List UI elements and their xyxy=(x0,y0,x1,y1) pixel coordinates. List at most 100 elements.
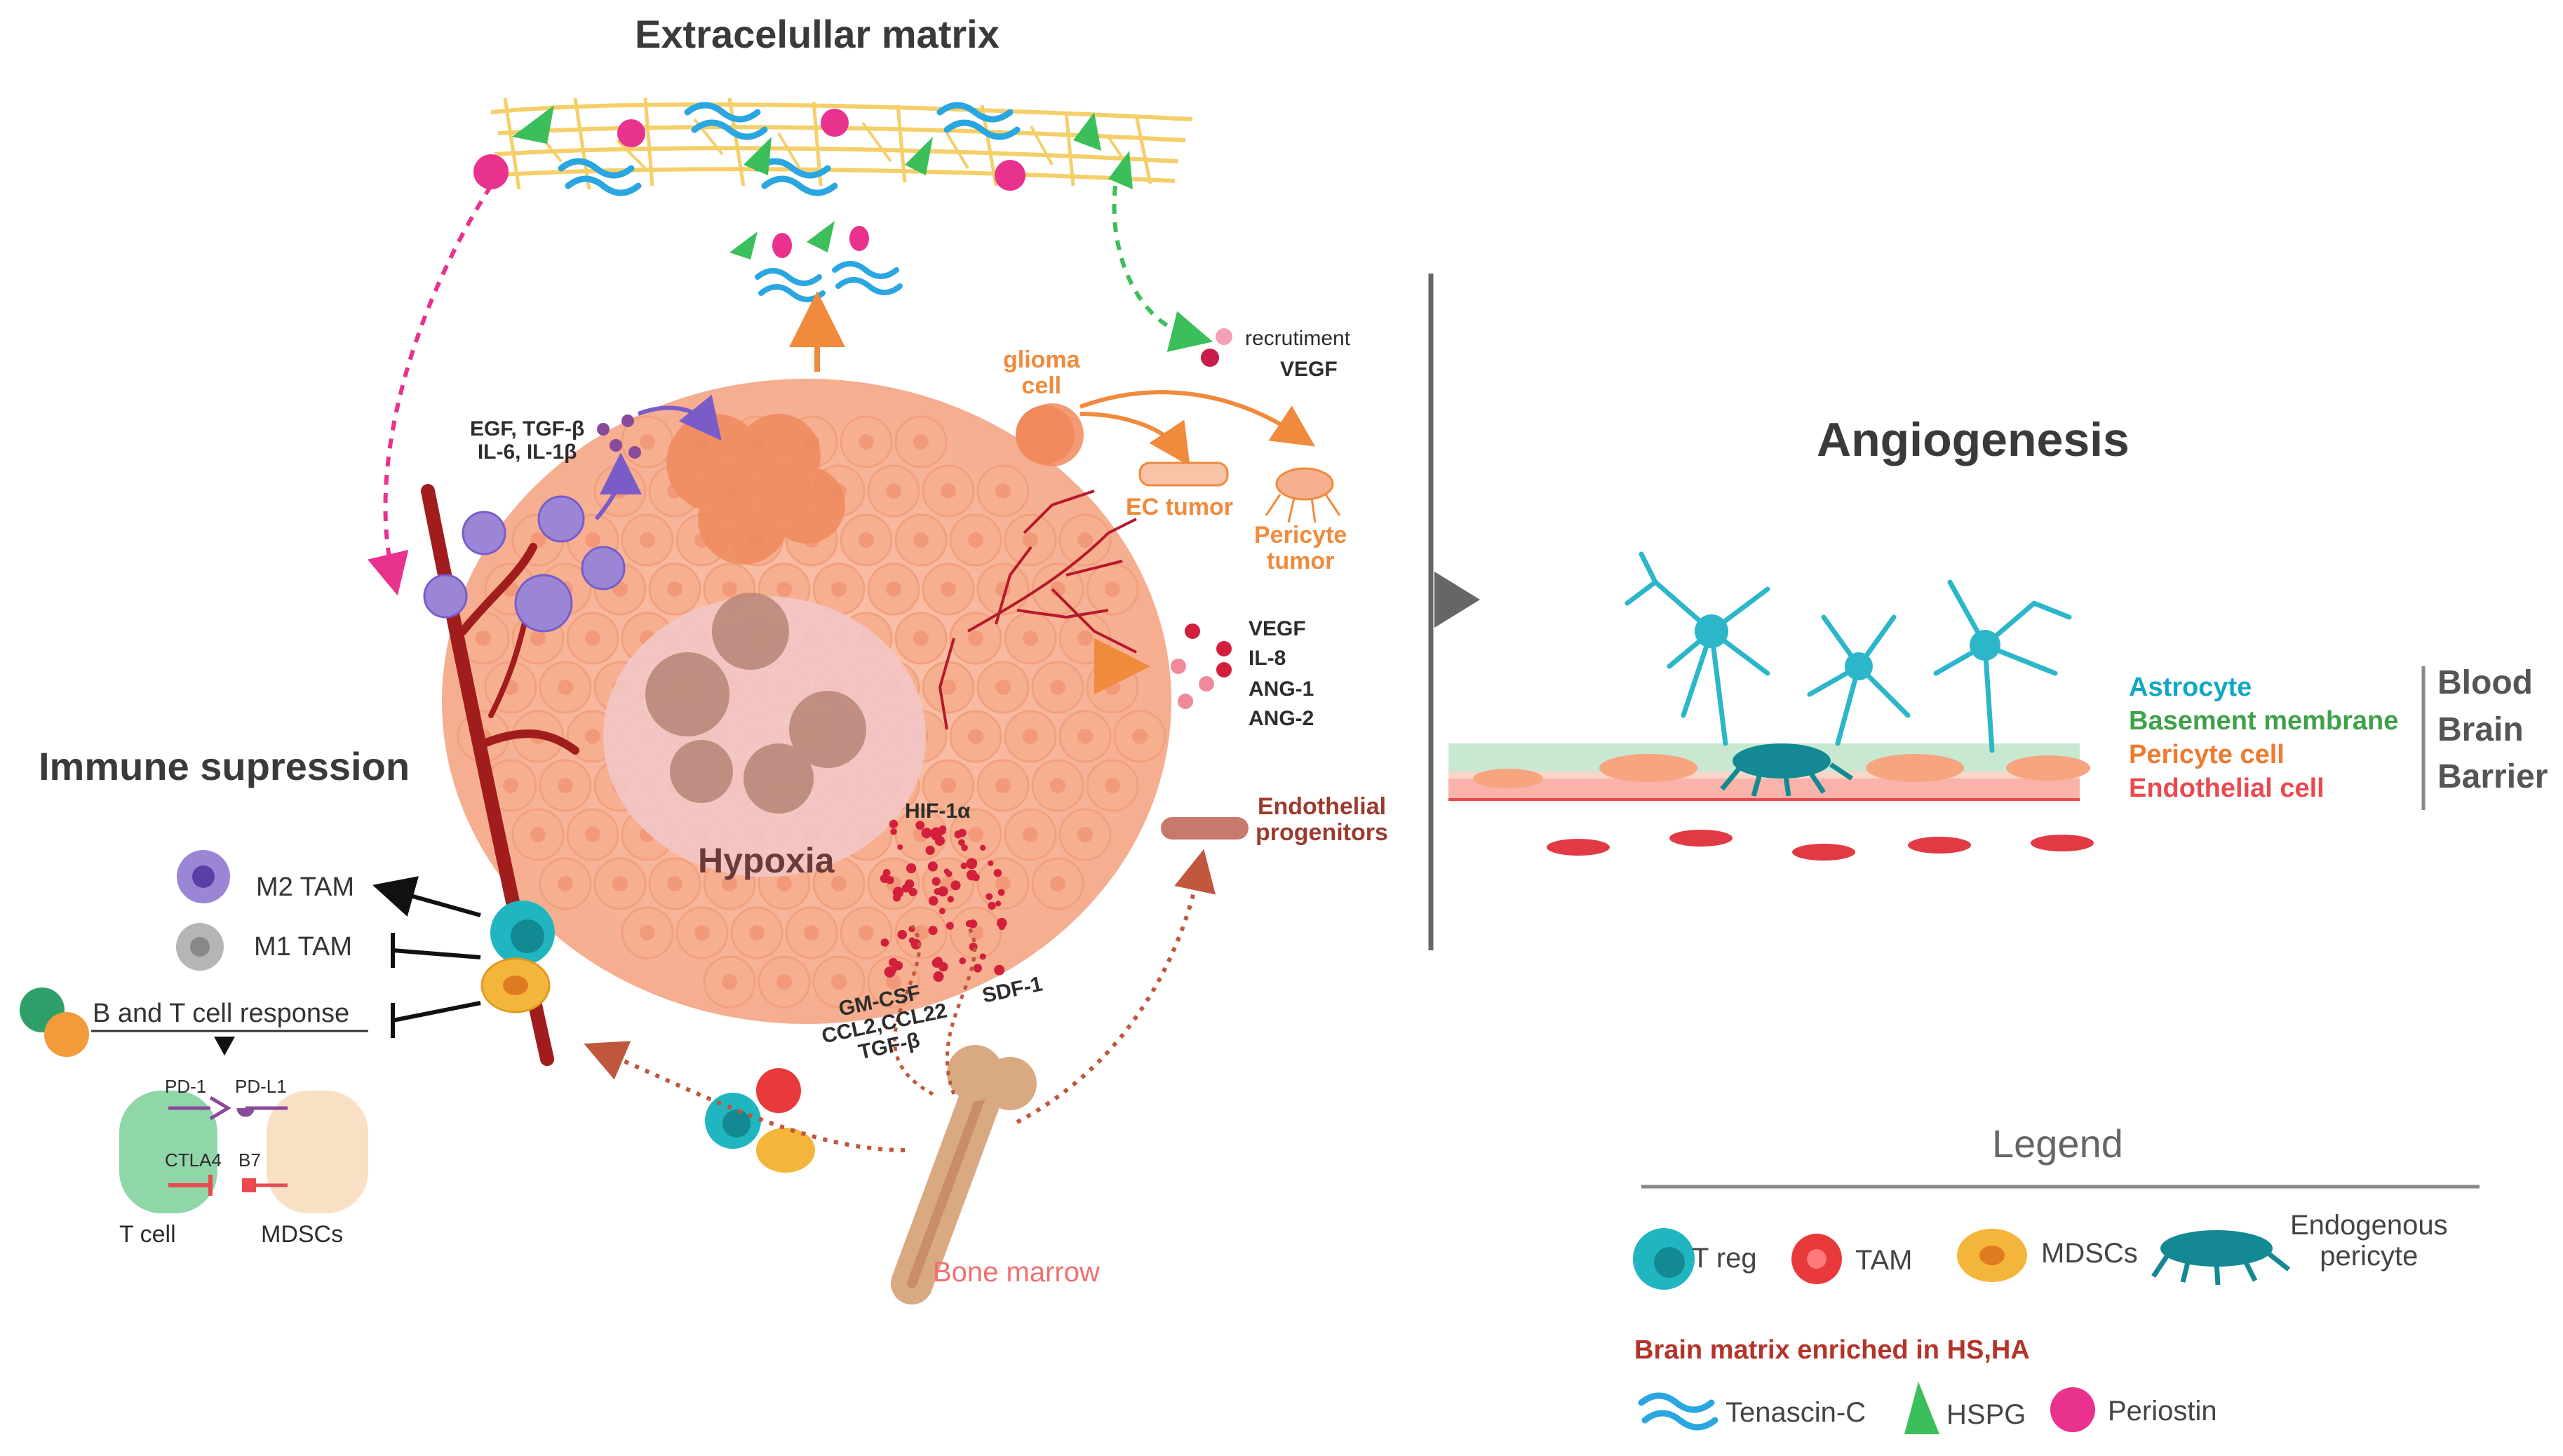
pericyte-cells-icon xyxy=(1473,754,2090,788)
bbb-brain: Brain xyxy=(2437,711,2524,748)
hypoxia-dot xyxy=(950,880,961,891)
tumor-cell-nucleus xyxy=(995,483,1011,499)
tumor-cell-nucleus xyxy=(558,778,573,793)
legend-mdscs-label: MDSCs xyxy=(2041,1238,2138,1269)
hypoxia-dot xyxy=(889,819,899,828)
immune-title: Immune supression xyxy=(39,744,410,788)
pericyte-tumor-label: Pericyte tumor xyxy=(1254,522,1347,575)
hypoxia-dot xyxy=(997,889,1005,896)
brain-matrix-label: Brain matrix enriched in HS,HA xyxy=(1634,1335,2030,1365)
tumor-cell-nucleus xyxy=(941,581,956,597)
tumor-cell-nucleus xyxy=(1050,581,1065,597)
tumor-cell-nucleus xyxy=(941,680,956,695)
legend-tenascin-icon xyxy=(1638,1392,1718,1431)
tumor-cell-nucleus xyxy=(941,778,956,793)
tumor-cell-nucleus xyxy=(503,778,518,793)
tumor-cell-nucleus xyxy=(886,581,901,597)
tumor-cell-nucleus xyxy=(968,827,983,842)
hypoxia-dot xyxy=(928,896,939,906)
divider-arrow-icon xyxy=(1434,572,1480,628)
hypoxia-dot xyxy=(893,961,903,971)
bone-marrow-cells-icon xyxy=(705,1068,815,1173)
hypoxia-dot xyxy=(906,863,917,874)
hypoxia-dot xyxy=(988,860,994,866)
hypoxia-dot xyxy=(961,844,968,851)
tumor-cell-nucleus xyxy=(995,680,1011,695)
hypoxia-dot xyxy=(954,830,962,839)
ecm-to-vessel-arrow xyxy=(367,184,493,596)
tumor-cell-nucleus xyxy=(1023,827,1038,842)
tumor-cell-nucleus xyxy=(1077,729,1093,744)
m2-tam-icon xyxy=(177,850,230,903)
tumor-cell-nucleus xyxy=(913,925,929,941)
legend-tenascin-label: Tenascin-C xyxy=(1726,1397,1866,1428)
hypoxia-dot xyxy=(925,845,935,855)
legend-title: Legend xyxy=(1992,1121,2123,1166)
ecm-band xyxy=(490,97,1193,190)
legend-hspg-label: HSPG xyxy=(1946,1399,2026,1430)
tumor-cell-nucleus xyxy=(1050,680,1065,695)
hypoxia-dot xyxy=(973,964,983,973)
t-cell-label: T cell xyxy=(119,1221,176,1248)
tumor-cell-nucleus xyxy=(1132,729,1148,744)
tumor-cell-nucleus xyxy=(913,434,929,450)
legend-mdsc-icon xyxy=(1957,1229,2027,1282)
tumor-cell-nucleus xyxy=(667,581,682,597)
pd1-label: PD-1 xyxy=(165,1076,207,1097)
hypoxia-dot xyxy=(908,887,917,896)
legend-tam-icon xyxy=(1791,1234,1842,1284)
angiogenesis-title: Angiogenesis xyxy=(1817,413,2130,466)
b7-label: B7 xyxy=(238,1150,261,1171)
hypoxia-dot xyxy=(890,828,897,835)
hypoxia-dot xyxy=(943,868,950,875)
tumor-cell-nucleus xyxy=(1050,778,1065,793)
periostin-icon xyxy=(473,109,1025,191)
hypoxia-dot xyxy=(965,919,973,928)
tumor-mass xyxy=(442,379,1171,1024)
m2-tam-label: M2 TAM xyxy=(256,872,355,902)
hypoxia-dot xyxy=(947,896,954,903)
tumor-cell-nucleus xyxy=(640,434,655,450)
released-matrix-icon xyxy=(729,221,903,302)
hypoxia-dot xyxy=(880,938,889,947)
legend-treg-label: T reg xyxy=(1692,1243,1757,1274)
tumor-cell-nucleus xyxy=(1050,876,1065,891)
secreted-factors-icon xyxy=(1171,623,1232,709)
pericyte-tumor-icon xyxy=(1265,467,1341,523)
hspg-icon xyxy=(512,105,1133,189)
mdsc-cell-icon xyxy=(267,1091,368,1213)
hypoxia-dot xyxy=(934,887,941,896)
tumor-cell-nucleus xyxy=(476,631,491,646)
hypoxia-dot xyxy=(897,844,903,850)
tumor-cell-nucleus xyxy=(612,876,628,891)
tumor-cell-nucleus xyxy=(1023,532,1038,548)
tumor-cell-nucleus xyxy=(886,974,901,990)
glioma-cell-label: glioma cell xyxy=(1003,346,1080,400)
hypoxia-dot xyxy=(998,923,1005,931)
tam-cluster-icon xyxy=(423,495,626,633)
hypoxia-dot xyxy=(966,869,978,881)
tumor-cell-nucleus xyxy=(1105,680,1120,695)
hypoxia-dot xyxy=(934,835,945,846)
growth-factors-label: EGF, TGF-β IL-6, IL-1β xyxy=(470,417,585,464)
hypoxia-dot xyxy=(939,908,946,915)
tumor-cell-nucleus xyxy=(968,532,983,548)
tumor-cell-nucleus xyxy=(995,778,1011,793)
tumor-cell-nucleus xyxy=(530,827,546,842)
hypoxia-dot xyxy=(960,862,967,870)
hypoxia-dot xyxy=(885,876,894,884)
tumor-cell-nucleus xyxy=(585,532,600,548)
tumor-cell-nucleus xyxy=(913,631,929,646)
bone-marrow-label: Bone marrow xyxy=(933,1257,1100,1288)
tenascin-icon xyxy=(558,102,1021,196)
endothelial-progenitor-icon xyxy=(1161,817,1249,840)
endogenous-pericyte-icon xyxy=(1720,743,1853,797)
legend-tam-label: TAM xyxy=(1855,1245,1913,1276)
hypoxia-dot xyxy=(958,839,965,847)
tumor-cell-nucleus xyxy=(530,631,546,646)
tumor-cell-nucleus xyxy=(1023,729,1038,744)
pdl1-label: PD-L1 xyxy=(235,1076,287,1097)
hypoxia-dot xyxy=(904,879,915,889)
tumor-cell-nucleus xyxy=(558,876,573,891)
hypoxia-dot xyxy=(933,971,944,982)
